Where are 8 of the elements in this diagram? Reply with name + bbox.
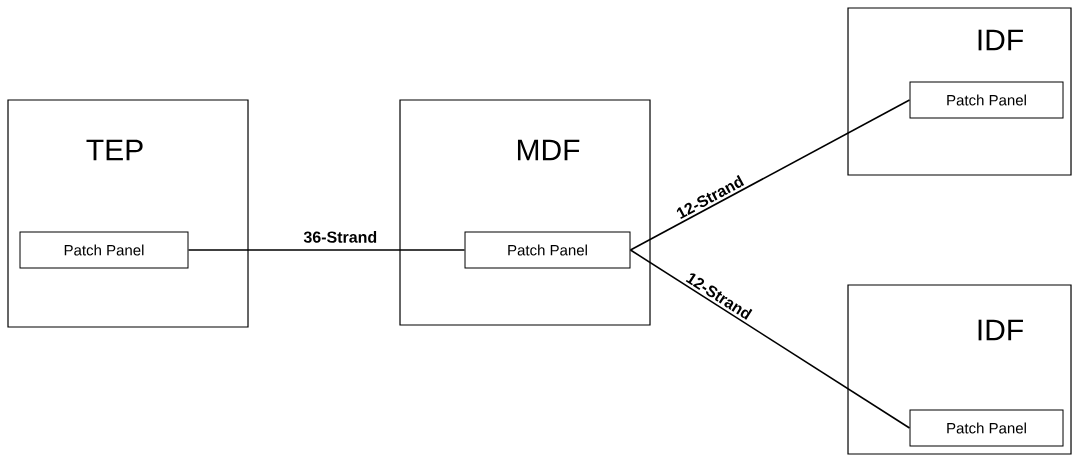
patch-panel-box: Patch Panel — [909, 81, 1064, 119]
cable-line — [187, 249, 466, 251]
patch-panel-box: Patch Panel — [909, 409, 1064, 447]
patch-panel-box: Patch Panel — [464, 231, 631, 269]
cable-line — [629, 249, 911, 429]
cable-line — [629, 99, 911, 251]
patch-panel-box: Patch Panel — [19, 231, 189, 269]
edge-label: 36-Strand — [302, 230, 379, 244]
